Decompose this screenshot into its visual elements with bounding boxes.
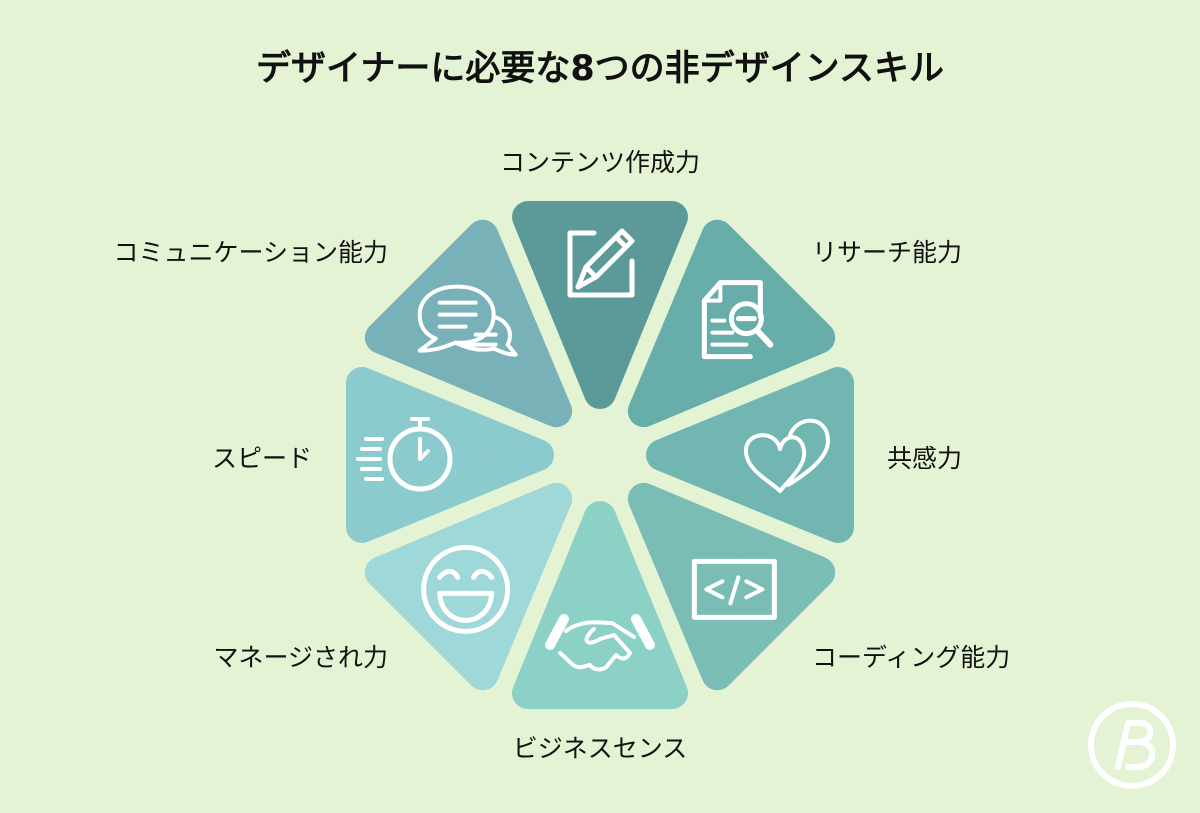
smile-face-icon	[421, 544, 511, 634]
skill-segment	[646, 367, 854, 543]
skill-label-communication: コミュニケーション能力	[113, 238, 388, 267]
skill-label-business: ビジネスセンス	[512, 734, 688, 763]
skill-label-research: リサーチ能力	[812, 238, 963, 267]
skill-segment-shape	[512, 501, 688, 709]
edit-pencil-icon	[567, 228, 635, 298]
stopwatch-icon	[356, 417, 453, 492]
handshake-icon	[545, 614, 655, 672]
skill-label-speed: スピード	[211, 444, 312, 473]
skill-segment	[512, 501, 688, 709]
hearts-icon	[744, 418, 830, 493]
skill-segment	[512, 201, 688, 409]
skill-segment-shape	[364, 482, 573, 691]
skill-label-empathy: 共感力	[887, 444, 963, 473]
skill-segment-shape	[512, 201, 688, 409]
skill-label-content: コンテンツ作成力	[499, 148, 700, 177]
skill-segment-shape	[646, 367, 854, 543]
skill-segment	[364, 219, 573, 428]
document-search-icon	[701, 280, 774, 360]
skill-segment	[627, 219, 836, 428]
code-icon	[691, 558, 777, 620]
skill-label-manageability: マネージされ力	[213, 643, 388, 672]
brand-b-logo-icon	[1088, 701, 1176, 789]
skill-segment-shape	[364, 219, 573, 428]
skill-label-coding: コーディング能力	[812, 643, 1011, 672]
skill-segment-shape	[627, 482, 836, 691]
skill-segment	[627, 482, 836, 691]
skill-segment	[364, 482, 573, 691]
speech-bubbles-icon	[417, 284, 518, 357]
skill-segment	[346, 367, 554, 543]
page-title: デザイナーに必要な8つの非デザインスキル	[256, 49, 944, 89]
